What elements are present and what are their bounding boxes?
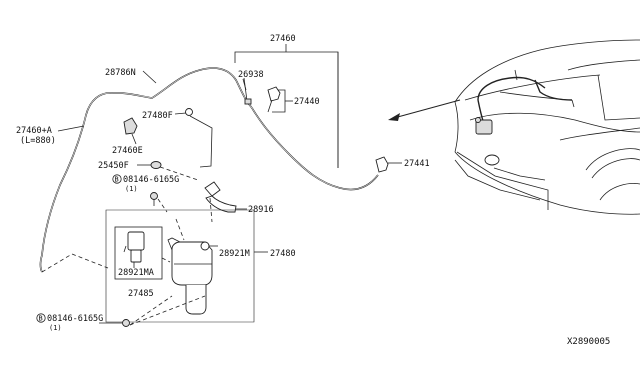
diagram-code: X2890005 — [567, 337, 610, 347]
label-27480F: 27480F — [142, 111, 173, 121]
pointer-arrow — [388, 99, 461, 121]
label-27440: 27440 — [294, 97, 320, 107]
bracket-27480 — [105, 209, 268, 323]
car-sketch — [454, 39, 640, 215]
rod-27480F — [185, 108, 213, 168]
label-08146-bottom-qty: (1) — [49, 324, 62, 332]
washer-hose-main — [111, 67, 379, 191]
label-27460A-length: (L=880) — [20, 136, 56, 146]
label-27460: 27460 — [270, 34, 296, 44]
grommet-25450F — [137, 161, 199, 181]
bracket-27460 — [234, 44, 339, 168]
label-27480: 27480 — [270, 249, 296, 259]
label-08146-top: 08146-6165G — [123, 175, 179, 185]
label-08146-bottom-group: B 08146-6165G (1) — [36, 313, 103, 332]
hose-28916 — [204, 181, 247, 223]
washer-hose-27460A — [39, 92, 113, 273]
label-28921M: 28921M — [219, 249, 250, 259]
label-08146-top-qty: (1) — [125, 185, 138, 193]
label-28921MA: 28921MA — [118, 268, 154, 278]
label-27460E: 27460E — [112, 146, 143, 156]
nozzle-27441 — [375, 156, 402, 173]
label-28786N: 28786N — [105, 68, 136, 78]
bolt-mark-bottom: B — [39, 315, 43, 323]
bolt-08146-top — [150, 192, 168, 213]
nozzle-27440 — [267, 86, 293, 113]
label-25450F: 25450F — [98, 161, 129, 171]
label-28916: 28916 — [248, 205, 274, 215]
label-27485: 27485 — [128, 289, 154, 299]
part-labels: 27460 28786N 26938 27440 27460+A (L=880)… — [16, 34, 610, 347]
reservoir-tank — [167, 218, 218, 315]
label-27460A: 27460+A — [16, 126, 52, 136]
clip-27460E — [123, 117, 138, 145]
bolt-08146-bottom — [99, 295, 206, 327]
label-08146-bottom: 08146-6165G — [47, 314, 103, 324]
label-08146-top-group: B 08146-6165G (1) — [112, 174, 179, 193]
pump-inset-28921MA — [114, 226, 171, 280]
label-26938: 26938 — [238, 70, 264, 80]
bolt-mark-top: B — [115, 176, 119, 184]
leader-lines — [57, 70, 247, 132]
connector-26938 — [243, 77, 252, 105]
label-27441: 27441 — [404, 159, 430, 169]
